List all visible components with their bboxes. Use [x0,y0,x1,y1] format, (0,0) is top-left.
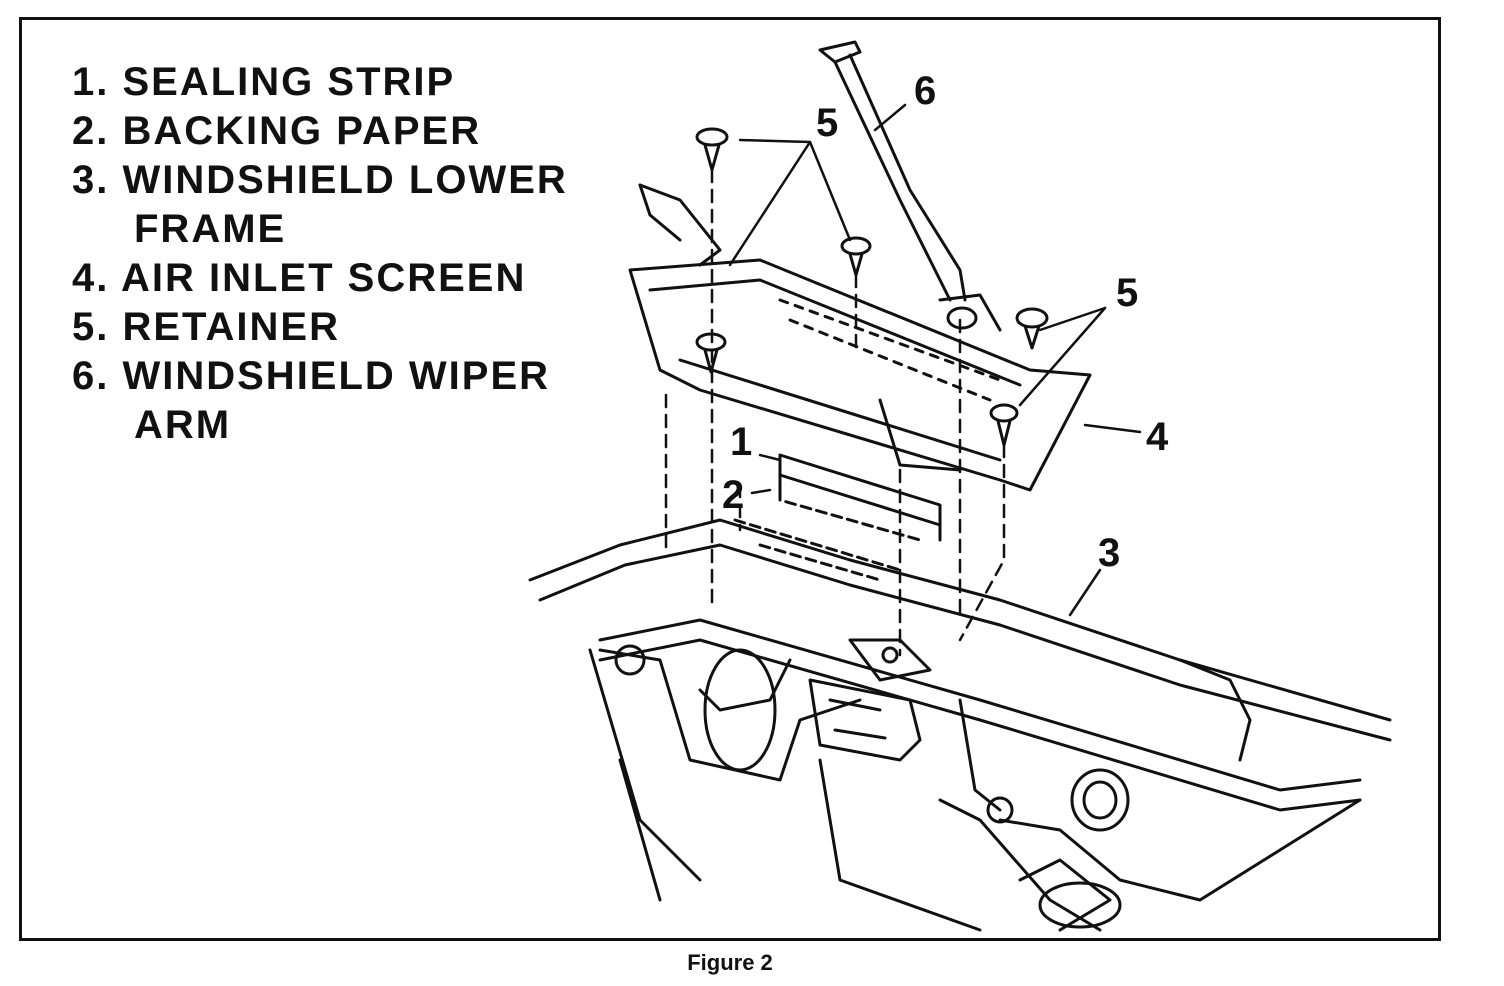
sealing-strip-drawing [778,453,942,542]
air-inlet-screen-drawing [628,183,1092,492]
legend-text: RETAINER [122,305,340,349]
legend-item-backing-paper: 2. BACKING PAPER [72,107,672,156]
callout-2: 2 [722,473,744,517]
callout-1: 1 [730,420,752,464]
callout-6: 6 [914,69,936,113]
legend-item-sealing-strip: 1. SEALING STRIP [72,58,672,107]
legend-item-windshield-lower-frame: 3. WINDSHIELD LOWER FRAME [72,156,672,254]
legend-continuation: ARM [134,403,232,447]
callout-5-right: 5 [1116,271,1138,315]
callout-4: 4 [1146,415,1169,459]
legend-item-air-inlet-screen: 4. AIR INLET SCREEN [72,254,672,303]
wiper-arm-drawing [818,40,1002,332]
legend-number: 2. [72,109,110,153]
legend-item-retainer: 5. RETAINER [72,303,672,352]
legend-number: 1. [72,60,110,104]
retainer-drawings [695,127,1049,447]
parts-legend: 1. SEALING STRIP 2. BACKING PAPER 3. WIN… [72,58,672,450]
legend-text: WINDSHIELD WIPER [122,354,551,398]
callout-leader-lines [728,103,1142,617]
legend-text: AIR INLET SCREEN [121,256,527,300]
legend-number: 6. [72,354,110,398]
callout-3: 3 [1098,531,1120,575]
callout-5-top: 5 [816,101,838,145]
legend-item-windshield-wiper-arm: 6. WINDSHIELD WIPER ARM [72,352,672,450]
legend-text: BACKING PAPER [122,109,482,153]
legend-number: 5. [72,305,110,349]
legend-number: 4. [72,256,110,300]
legend-text: SEALING STRIP [122,60,456,104]
figure-frame: 1. SEALING STRIP 2. BACKING PAPER 3. WIN… [19,17,1441,941]
legend-number: 3. [72,158,110,202]
assembly-guide-lines [664,168,1006,657]
figure-caption: Figure 2 [687,950,773,975]
backing-paper-drawing [733,488,922,582]
windshield-lower-frame-drawing [528,518,1392,932]
legend-text: WINDSHIELD LOWER [122,158,568,202]
legend-continuation: FRAME [134,207,287,251]
